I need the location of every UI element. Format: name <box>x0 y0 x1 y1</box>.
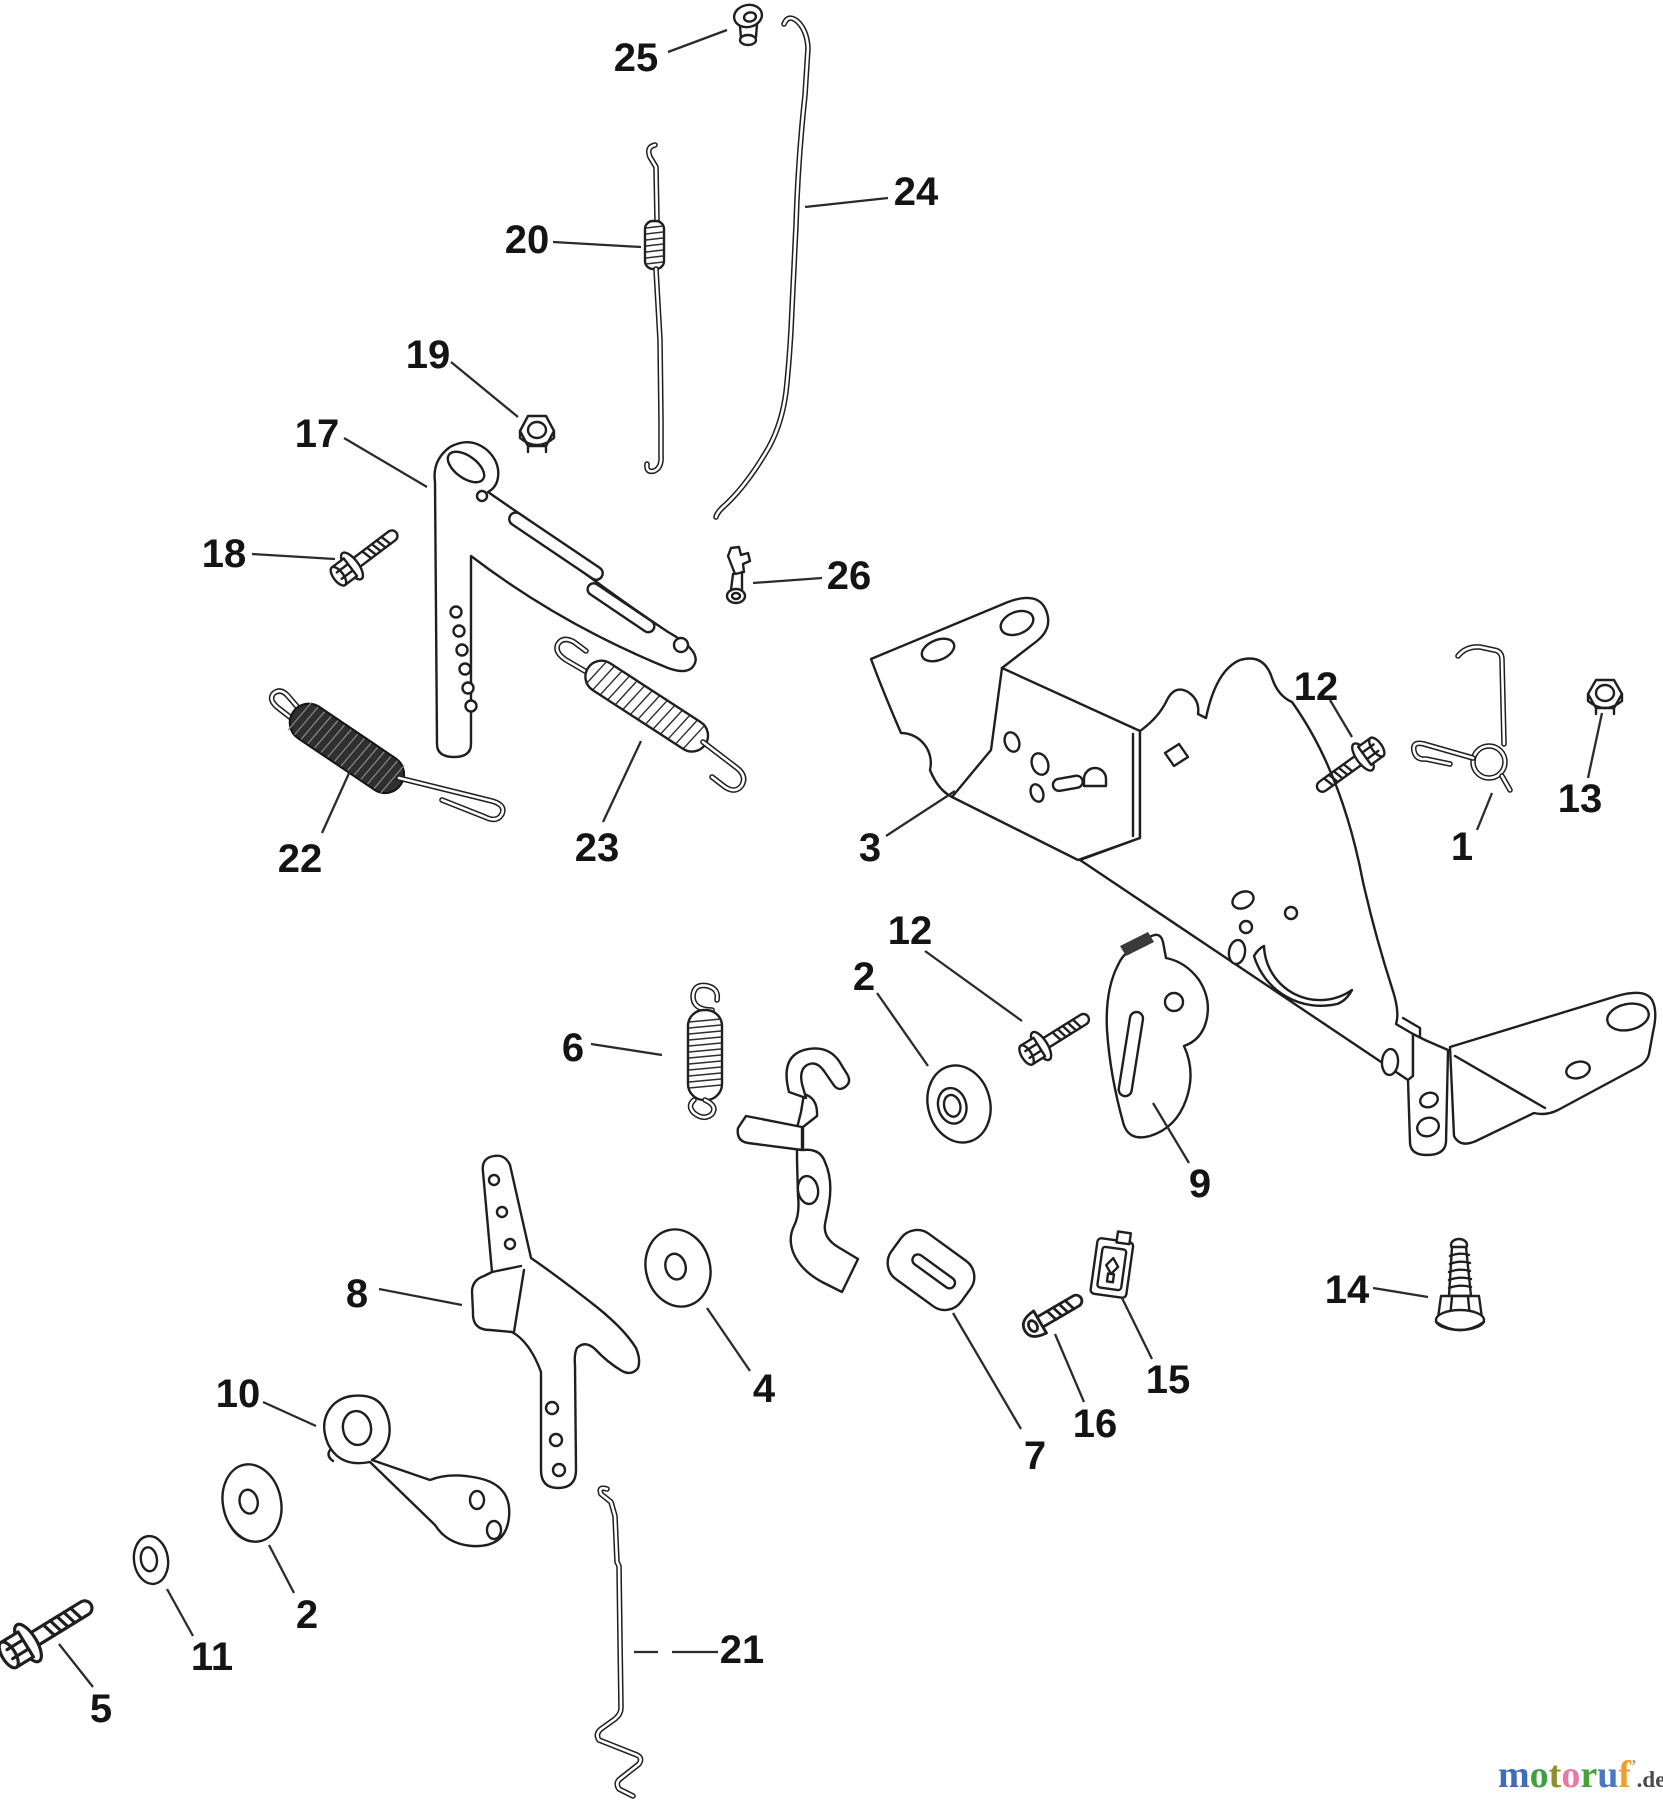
leader-25 <box>667 28 728 54</box>
part-label-18: 18 <box>202 532 247 576</box>
leader-24 <box>804 196 889 209</box>
leader-7 <box>952 1312 1022 1430</box>
part-label-1: 1 <box>1451 825 1473 869</box>
part-16-screw <box>1017 1285 1089 1344</box>
leader-5 <box>58 1643 94 1688</box>
leader-26 <box>752 576 823 585</box>
part-label-23: 23 <box>575 826 620 870</box>
part-9-cam-lever <box>1105 932 1210 1139</box>
part-label-9: 9 <box>1189 1162 1211 1206</box>
part-25-screw <box>732 3 764 47</box>
part-label-24: 24 <box>894 170 939 214</box>
part-label-12-upper: 12 <box>1294 665 1339 709</box>
leader-22 <box>320 770 352 834</box>
leader-20 <box>552 240 642 249</box>
part-11-washer <box>132 1534 170 1586</box>
part-8-bracket-lever <box>470 1154 641 1490</box>
leader-10 <box>262 1400 317 1428</box>
part-22-spring <box>268 688 506 823</box>
leader-15 <box>1120 1297 1154 1360</box>
part-21-rod <box>594 1485 644 1799</box>
part-label-22: 22 <box>278 837 323 881</box>
part-label-20: 20 <box>505 218 550 262</box>
part-label-4: 4 <box>753 1367 776 1411</box>
part-label-3: 3 <box>859 826 881 870</box>
part-18-bolt <box>323 518 408 594</box>
leader-2-upper <box>876 992 929 1067</box>
part-7-choke-lever <box>736 1047 976 1312</box>
leader-1 <box>1475 792 1494 831</box>
part-26-clip <box>725 545 752 605</box>
part-label-7: 7 <box>1024 1434 1046 1478</box>
part-label-25: 25 <box>614 36 659 80</box>
leader-12-lower <box>924 950 1023 1022</box>
leader-3 <box>885 790 956 837</box>
leader-12-upper <box>1329 699 1353 738</box>
leader-2-lower <box>267 1544 296 1594</box>
part-17-lever-bracket <box>433 441 697 759</box>
leader-4 <box>706 1307 751 1372</box>
leader-14 <box>1372 1286 1429 1299</box>
leader-13 <box>1586 712 1604 779</box>
part-5-screw <box>0 1584 104 1679</box>
part-label-10: 10 <box>216 1372 261 1416</box>
part-label-2-upper: 2 <box>853 955 875 999</box>
leader-9 <box>1152 1102 1190 1164</box>
leader-lines <box>58 28 1604 1688</box>
logo-tick: ’ <box>1631 1756 1637 1775</box>
part-15-clip-nut <box>1089 1230 1135 1299</box>
part-14-screw <box>1434 1237 1486 1332</box>
part-20-spring-link <box>643 142 666 475</box>
part-13-nut <box>1586 678 1624 716</box>
part-label-14: 14 <box>1325 1268 1370 1312</box>
leader-19 <box>450 361 519 418</box>
part-label-11: 11 <box>191 1635 233 1679</box>
part-label-12-lower: 12 <box>888 909 933 953</box>
logo-suffix: .de <box>1637 1767 1663 1792</box>
part-23-spring <box>554 636 747 793</box>
part-24-rod <box>713 15 811 520</box>
part-2-washer-upper <box>926 1064 992 1144</box>
part-label-15: 15 <box>1146 1358 1191 1402</box>
part-label-19: 19 <box>406 333 451 377</box>
part-label-13: 13 <box>1558 777 1603 821</box>
part-3-control-bracket <box>869 596 1657 1157</box>
part-1-spring-wire <box>1410 644 1513 793</box>
part-label-17: 17 <box>295 412 340 456</box>
part-label-21: 21 <box>720 1628 765 1672</box>
leader-6 <box>590 1042 663 1057</box>
part-label-8: 8 <box>346 1272 368 1316</box>
part-label-5: 5 <box>90 1687 112 1731</box>
part-12-bolt-lower <box>1012 1001 1098 1073</box>
leader-16 <box>1053 1333 1086 1403</box>
part-label-2-lower: 2 <box>296 1593 318 1637</box>
part-2-washer-lower <box>221 1463 283 1543</box>
part-6-spring <box>686 982 724 1121</box>
leader-8 <box>378 1287 463 1307</box>
part-label-16: 16 <box>1073 1402 1118 1446</box>
leader-18 <box>251 552 336 561</box>
part-label-6: 6 <box>562 1026 584 1070</box>
part-labels: 25 24 20 19 17 18 26 3 12 13 1 22 23 6 2… <box>90 36 1602 1731</box>
part-10-plate <box>322 1394 511 1548</box>
leader-11 <box>165 1588 195 1637</box>
part-4-washer <box>644 1228 712 1308</box>
motoruf-logo: motoruf’.de <box>1498 1754 1663 1796</box>
leader-17 <box>343 437 428 488</box>
part-label-26: 26 <box>827 554 872 598</box>
part-19-nut <box>518 414 556 454</box>
leader-23 <box>601 740 643 823</box>
